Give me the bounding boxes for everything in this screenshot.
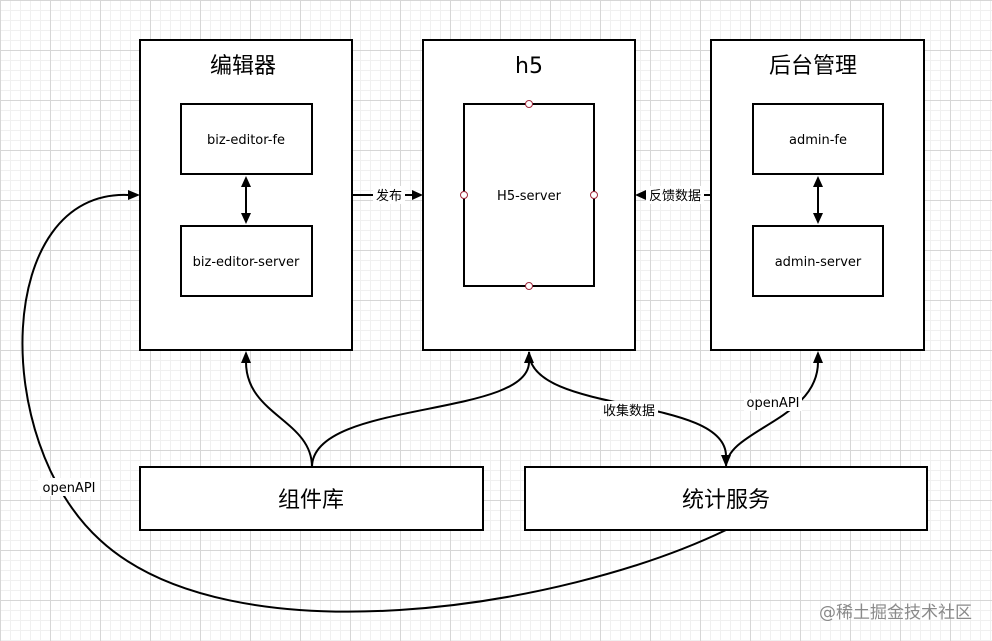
components-to-editor-edge	[245, 361, 313, 468]
admin-fe-box	[752, 103, 884, 175]
collect-label: 收集数据	[603, 403, 655, 419]
openapi-admin-label-bg	[744, 393, 802, 411]
editor-title: 编辑器	[210, 54, 276, 79]
collect-label-bg	[600, 401, 658, 419]
feedback-label-bg	[646, 186, 704, 204]
arrowhead	[813, 351, 823, 363]
admin-server-label: admin-server	[775, 255, 862, 270]
openapi-editor-label: openAPI	[42, 481, 95, 496]
port-bottom	[525, 282, 533, 290]
components-to-h5-edge	[311, 361, 530, 468]
h5-server-box	[463, 103, 595, 287]
biz-editor-fe-box	[180, 103, 313, 175]
openapi-editor-label-bg	[38, 478, 100, 496]
arrowhead	[813, 176, 823, 187]
openapi-admin-edge	[725, 361, 819, 468]
stats-label: 统计服务	[682, 488, 770, 513]
arrowhead	[241, 351, 251, 363]
arrowhead	[412, 190, 423, 200]
admin-title: 后台管理	[769, 54, 857, 79]
publish-label: 发布	[376, 188, 402, 204]
port-left	[460, 191, 468, 199]
biz-editor-server-label: biz-editor-server	[193, 255, 300, 270]
components-label: 组件库	[278, 488, 344, 513]
arrowhead	[241, 176, 251, 187]
h5-server-label: H5-server	[497, 189, 562, 204]
openapi-editor-edge	[21, 193, 727, 613]
watermark: @稀土掘金技术社区	[819, 603, 972, 623]
publish-label-bg	[373, 186, 405, 204]
arrowhead	[241, 213, 251, 224]
feedback-label: 反馈数据	[649, 189, 701, 204]
arrowhead	[635, 190, 646, 200]
h5-title: h5	[515, 54, 543, 79]
port-right	[590, 191, 598, 199]
arrowhead	[813, 213, 823, 224]
openapi-admin-label: openAPI	[746, 396, 799, 411]
port-top	[525, 100, 533, 108]
arrowhead	[128, 190, 140, 200]
biz-editor-server-box	[180, 225, 313, 297]
biz-editor-fe-label: biz-editor-fe	[207, 133, 285, 148]
admin-server-box	[752, 225, 884, 297]
stats-box	[524, 466, 928, 531]
admin-fe-label: admin-fe	[789, 133, 847, 148]
components-box	[139, 466, 484, 531]
